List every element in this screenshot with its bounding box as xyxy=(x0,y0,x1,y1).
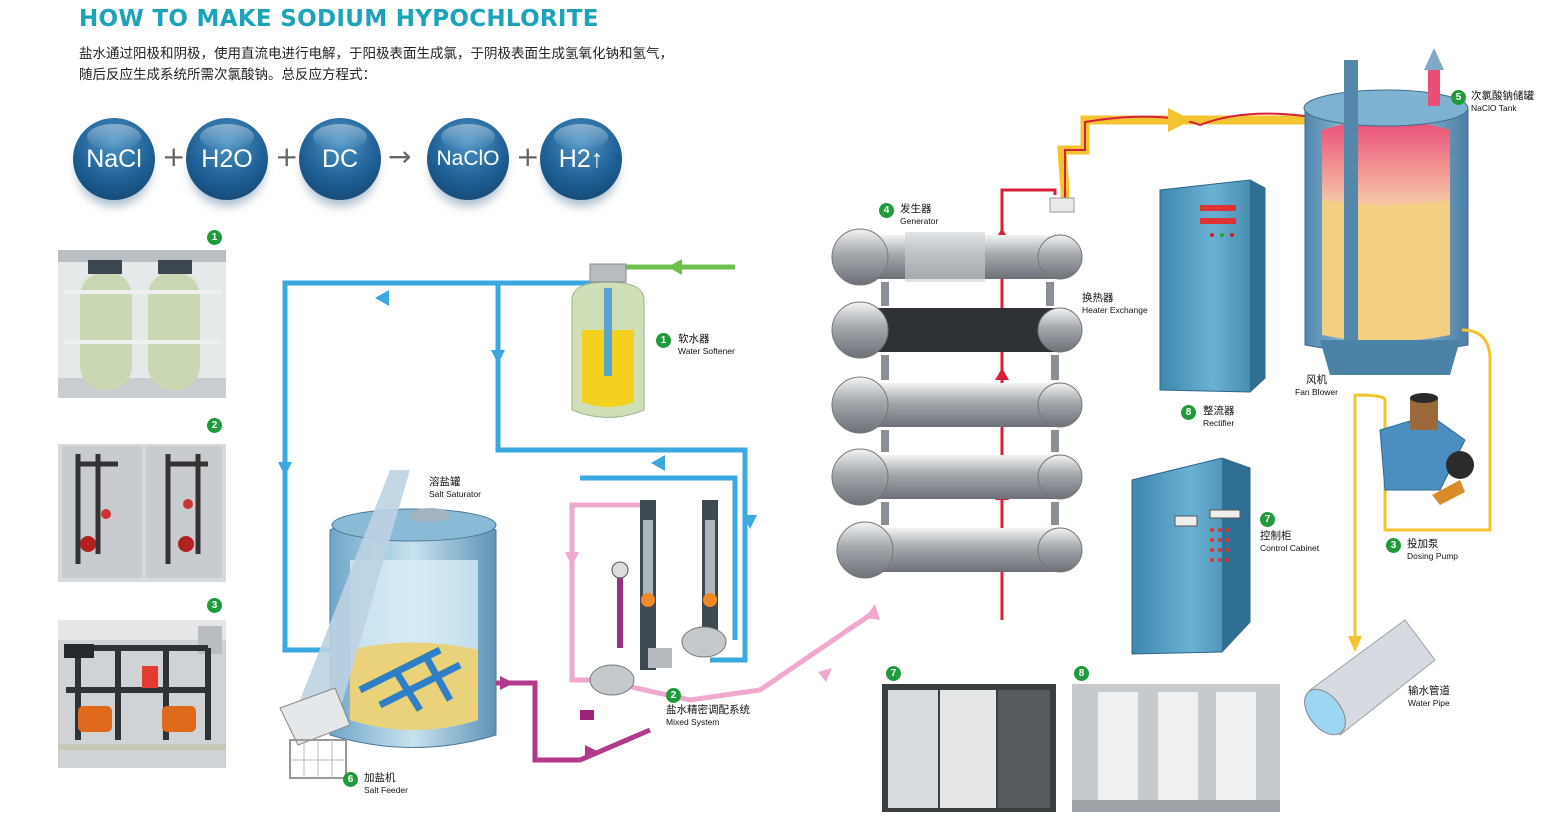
rectifier-cabinet xyxy=(1159,179,1266,393)
photo-control-cabinets xyxy=(882,684,1056,812)
flow-arrow xyxy=(375,290,389,306)
label-heater-exchange: 换热器 Heater Exchange xyxy=(1082,292,1148,315)
photo-badge-3: 3 xyxy=(207,598,222,613)
photo-rectifiers xyxy=(1072,684,1280,812)
flow-arrow xyxy=(491,350,505,364)
dc-bubble: DC xyxy=(299,118,381,200)
connector xyxy=(1049,197,1075,213)
label-control-cabinet: 控制柜 Control Cabinet xyxy=(1260,530,1320,553)
flow-arrow xyxy=(585,745,599,759)
label-naclo-tank: 次氯酸钠储罐 NaClO Tank xyxy=(1471,90,1534,113)
flow-arrow xyxy=(651,455,665,471)
plus-sign: + xyxy=(275,140,299,173)
label-dosing-pump: 投加泵 Dosing Pump xyxy=(1407,538,1459,561)
flow-arrow xyxy=(278,462,292,476)
label-salt-feeder: 加盐机 Salt Feeder xyxy=(364,772,408,795)
badge-7: 7 xyxy=(1260,512,1275,527)
badge-3: 3 xyxy=(1386,538,1401,553)
photo-badge-2: 2 xyxy=(207,418,222,433)
label-mixed-system: 盐水精密调配系统 Mixed System xyxy=(666,704,750,727)
marker-square xyxy=(580,710,594,720)
water-pipe xyxy=(1304,619,1436,736)
purple-brine-line xyxy=(496,680,651,763)
flow-arrow xyxy=(1348,636,1362,652)
badge-8: 8 xyxy=(1181,405,1196,420)
generator-stack xyxy=(831,228,1083,579)
salt-feeder xyxy=(279,687,351,779)
badge-4: 4 xyxy=(879,203,894,218)
dosing-pump xyxy=(1379,393,1474,505)
mixed-system xyxy=(589,500,727,696)
plus-sign: + xyxy=(516,140,540,173)
photo-softener-art xyxy=(58,250,226,398)
flow-arrow xyxy=(1168,108,1192,132)
water-softener xyxy=(571,263,645,418)
flow-arrow xyxy=(565,552,579,566)
label-water-pipe: 输水管道 Water Pipe xyxy=(1408,685,1450,708)
h2o-bubble: H2O xyxy=(186,118,268,200)
bottom-badge-7: 7 xyxy=(886,666,901,681)
flow-arrow xyxy=(865,604,880,620)
label-fan-blower: 风机 Fan Blower xyxy=(1295,374,1338,397)
label-rectifier: 整流器 Rectifier xyxy=(1203,405,1235,428)
yellow-dosing-line xyxy=(1353,328,1492,640)
control-cabinet xyxy=(1131,457,1251,655)
flow-arrow xyxy=(743,515,757,529)
badge-6: 6 xyxy=(343,772,358,787)
nacl-bubble: NaCl xyxy=(73,118,155,200)
badge-2: 2 xyxy=(666,688,681,703)
badge-1: 1 xyxy=(656,333,671,348)
photo-dosing-art xyxy=(58,620,226,768)
label-water-softener: 软水器 Water Softener xyxy=(678,333,735,356)
flow-arrow xyxy=(818,668,832,682)
badge-5: 5 xyxy=(1451,90,1466,105)
flow-arrow xyxy=(668,259,682,275)
label-generator: 发生器 Generator xyxy=(900,203,939,226)
page-title: HOW TO MAKE SODIUM HYPOCHLORITE xyxy=(79,6,599,32)
description: 盐水通过阳极和阴极，使用直流电进行电解，于阳极表面生成氯，于阴极表面生成氢氧化钠… xyxy=(79,44,779,86)
naclo-tank xyxy=(1303,48,1469,375)
red-wave xyxy=(1064,112,1331,205)
photo-mixed-system xyxy=(58,444,226,582)
photo-badge-1: 1 xyxy=(207,230,222,245)
description-line-1: 盐水通过阳极和阴极，使用直流电进行电解，于阳极表面生成氯，于阴极表面生成氢氧化钠… xyxy=(79,46,673,62)
photo-dosing-pump xyxy=(58,620,226,768)
flow-arrow xyxy=(995,368,1009,380)
bottom-badge-8: 8 xyxy=(1074,666,1089,681)
description-line-2: 随后反应生成系统所需次氯酸钠。总反应方程式： xyxy=(79,67,376,83)
label-salt-saturator: 溶盐罐 Salt Saturator xyxy=(429,476,481,499)
naclo-bubble: NaClO xyxy=(427,118,509,200)
photo-water-softener xyxy=(58,250,226,398)
flow-arrow xyxy=(500,676,514,690)
arrow-sign: → xyxy=(388,140,412,173)
plus-sign: + xyxy=(162,140,186,173)
photo-mixed-art xyxy=(58,444,226,582)
salt-saturator xyxy=(300,470,497,748)
h2-bubble: H2↑ xyxy=(540,118,622,200)
